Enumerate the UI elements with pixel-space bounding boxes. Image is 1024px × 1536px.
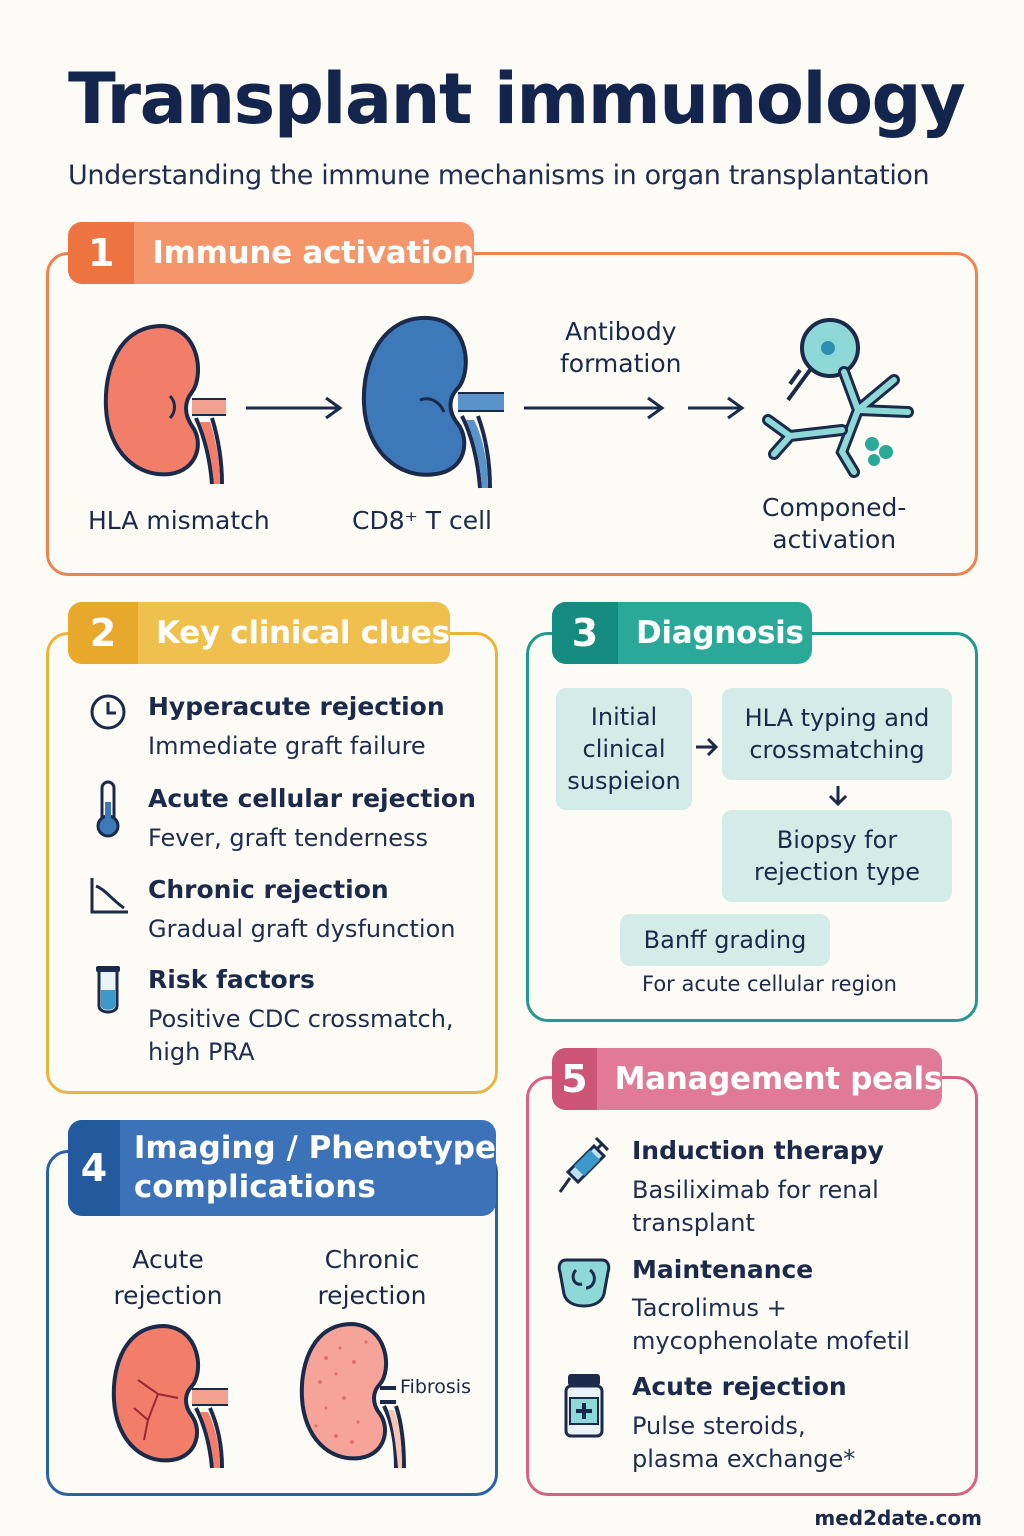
management-1-text: Basiliximab for renal transplant	[632, 1176, 879, 1237]
initial-suspicion-step: Initial clinical suspieion	[556, 688, 692, 810]
arrow-right-icon	[246, 396, 343, 420]
section-1-header: 1 Immune activation	[68, 222, 474, 284]
section-3-number: 3	[552, 602, 618, 664]
kidney-blue-icon	[361, 315, 504, 489]
hla-mismatch-label: HLA mismatch	[88, 506, 270, 535]
antibody-complement-icon	[762, 318, 914, 478]
complement-activation-label: Componed- activation	[762, 493, 907, 554]
clue-2-heading: Acute cellular rejection	[148, 784, 476, 813]
banff-note: For acute cellular region	[642, 972, 897, 996]
management-3-text: Pulse steroids, plasma exchange*	[632, 1412, 856, 1473]
clue-1-heading: Hyperacute rejection	[148, 692, 445, 721]
arrow-down-icon	[828, 786, 848, 807]
section-1-number: 1	[68, 222, 135, 284]
section-2-title: Key clinical clues	[156, 615, 450, 651]
chronic-rejection-label: Chronic rejection	[317, 1245, 427, 1310]
section-4-title: Imaging / Phenotype complications	[133, 1130, 496, 1205]
declining-chart-icon	[90, 878, 128, 914]
arrow-right-icon	[688, 396, 745, 420]
kidney-chronic-icon	[299, 1321, 406, 1469]
clue-3-text: Gradual graft dysfunction	[148, 915, 456, 943]
biopsy-step: Biopsy for rejection type	[722, 810, 952, 902]
section-2-number: 2	[68, 602, 138, 664]
section-3-header: 3 Diagnosis	[552, 602, 812, 664]
fibrosis-label: Fibrosis	[400, 1376, 471, 1398]
management-1-heading: Induction therapy	[632, 1136, 884, 1165]
clue-4-heading: Risk factors	[148, 965, 315, 994]
footer-site[interactable]: med2date.com	[814, 1506, 982, 1530]
section-4-number: 4	[68, 1120, 120, 1216]
acute-rejection-label: Acute rejection	[113, 1245, 223, 1310]
page-subtitle: Understanding the immune mechanisms in o…	[68, 160, 930, 191]
syringe-icon	[558, 1136, 610, 1193]
section-1-title: Immune activation	[152, 235, 474, 271]
test-tube-icon	[96, 966, 120, 1014]
clock-icon	[90, 694, 126, 730]
kidney-orange-icon	[103, 323, 226, 485]
section-5-header: 5 Management peals	[552, 1048, 942, 1110]
hla-typing-step: HLA typing and crossmatching	[722, 688, 952, 780]
brain-pill-icon	[557, 1258, 611, 1308]
antibody-formation-label: Antibody formation	[560, 317, 682, 378]
kidney-acute-icon	[111, 1323, 228, 1469]
section-4-header: 4 Imaging / Phenotype complications	[68, 1120, 496, 1216]
banff-grading-step: Banff grading	[620, 914, 830, 966]
section-5-title: Management peals	[614, 1061, 942, 1097]
arrow-right-icon	[696, 737, 719, 757]
page-title: Transplant immunology	[68, 58, 966, 140]
cd8-t-cell-label: CD8⁺ T cell	[352, 506, 492, 535]
clue-4-text: Positive CDC crossmatch, high PRA	[148, 1005, 454, 1066]
management-3-heading: Acute rejection	[632, 1372, 847, 1401]
clue-1-text: Immediate graft failure	[148, 732, 426, 760]
management-2-heading: Maintenance	[632, 1255, 814, 1284]
arrow-right-icon	[524, 396, 665, 420]
management-2-text: Tacrolimus + mycophenolate mofetil	[632, 1294, 910, 1355]
section-key-clinical-clues	[46, 632, 498, 1094]
clue-3-heading: Chronic rejection	[148, 875, 389, 904]
clue-2-text: Fever, graft tenderness	[148, 824, 429, 852]
thermometer-icon	[96, 780, 120, 838]
section-2-header: 2 Key clinical clues	[68, 602, 450, 664]
medicine-bottle-icon	[564, 1374, 604, 1438]
section-5-number: 5	[552, 1048, 597, 1110]
section-3-title: Diagnosis	[636, 615, 804, 651]
